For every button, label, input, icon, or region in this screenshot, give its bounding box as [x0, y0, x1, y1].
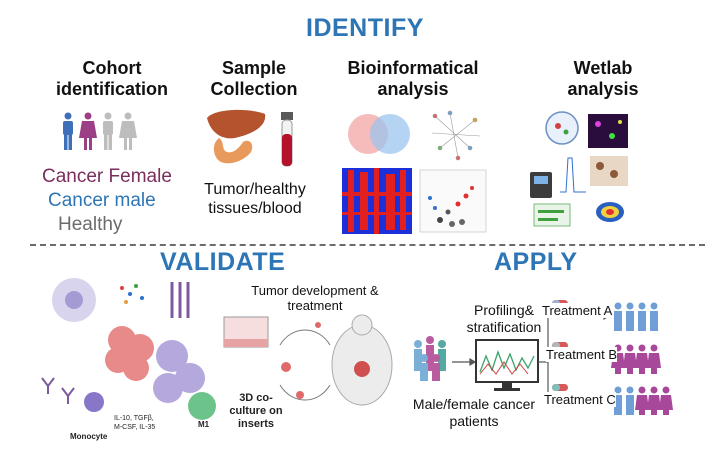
liver-icon [207, 109, 266, 139]
bioinfo-title-line2: analysis [377, 79, 449, 99]
legend-cancer-male: Cancer male [48, 190, 156, 211]
m1-label: M1 [198, 420, 210, 429]
profiling-label: Profiling& stratification [454, 302, 554, 336]
network-graph-icon [431, 110, 481, 161]
treatment-c-group-icon [614, 386, 673, 415]
wetlab-title-line2: analysis [567, 79, 639, 99]
histogram-icon [560, 157, 586, 193]
macrophage-cells-icon [153, 340, 205, 403]
venn-diagram-icon [348, 114, 410, 154]
treatment-a-group-icon [614, 302, 658, 331]
patients-line1: Male/female cancer [412, 396, 536, 412]
sample-title-line2: Collection [210, 79, 298, 99]
legend-cancer-female: Cancer Female [42, 166, 172, 187]
sample-caption: Tumor/healthy tissues/blood [194, 180, 316, 218]
treatment-b-label: Treatment B [546, 347, 618, 362]
sample-title: Sample Collection [194, 58, 314, 100]
cytokines-line2: M-CSF, IL-35 [114, 424, 156, 431]
cohort-title: Cohort identification [42, 58, 182, 100]
coculture-line3: inserts [237, 418, 275, 430]
blood-tube-icon [281, 112, 293, 167]
treatment-c-label: Treatment C [544, 392, 616, 407]
tumor-development-label: Tumor development & treatment [240, 283, 390, 313]
gel-plate-icon [533, 203, 571, 227]
cytokines-line1: IL-10, TGFβ, [114, 415, 154, 422]
cohort-title-line2: identification [56, 79, 168, 99]
tumor-line1: Tumor development & [251, 283, 379, 298]
bioinfo-title-line1: Bioinformatical [347, 58, 479, 78]
particles-icon [120, 284, 144, 304]
tumor-cluster-icon [105, 326, 154, 381]
healthy-male-icon [103, 112, 113, 150]
male-person-icon [63, 112, 73, 150]
sample-caption-line2: tissues/blood [208, 200, 302, 217]
apply-title: APPLY [494, 248, 578, 276]
patient-group-icon [414, 336, 446, 381]
patients-label: Male/female cancer patients [404, 396, 544, 430]
coculture-mouse-illustration [223, 314, 393, 406]
pill-c-icon [552, 384, 568, 391]
density-plot-icon [596, 202, 624, 222]
validate-title: VALIDATE [160, 248, 286, 276]
ihc-staining-icon [590, 156, 628, 186]
cohort-title-line1: Cohort [82, 58, 142, 78]
heatmap-icon [342, 168, 412, 234]
treatment-a-label: Treatment A [542, 303, 613, 318]
legend-healthy: Healthy [58, 214, 123, 235]
monocyte-icon [84, 392, 104, 412]
culture-insert-icon [223, 316, 269, 348]
bioinfo-figures [342, 110, 487, 234]
coculture-line2: culture on [229, 405, 283, 417]
microscopy-image-icon [588, 114, 628, 148]
flow-cytometer-icon [530, 172, 552, 198]
arrow-to-profiling-icon [452, 357, 477, 367]
tumor-line2: treatment [287, 298, 343, 313]
coculture-line1: 3D co- [239, 392, 273, 404]
spheroid-icon [281, 322, 321, 399]
apply-flow-illustration [414, 300, 673, 415]
m1-cell-icon [188, 392, 216, 420]
monocyte-label: Monocyte [70, 432, 108, 441]
wetlab-title-line1: Wetlab [573, 58, 633, 78]
wetlab-title: Wetlab analysis [548, 58, 658, 100]
bioinfo-title: Bioinformatical analysis [338, 58, 488, 100]
cycle-arrows-icon [279, 329, 331, 401]
organs-blood-tube-icon [207, 109, 293, 167]
cohort-people-icon [63, 112, 137, 150]
cytokines-label: IL-10, TGFβ, M-CSF, IL-35 [114, 414, 155, 432]
mouse-icon [331, 314, 393, 406]
sample-caption-line1: Tumor/healthy [204, 181, 306, 198]
intestine-icon [213, 138, 253, 164]
patients-line2: patients [449, 413, 499, 429]
petri-dish-icon [545, 111, 579, 145]
section-divider [30, 244, 705, 246]
treatment-b-group-icon [611, 344, 661, 374]
identify-title: IDENTIFY [306, 14, 424, 42]
cell-organelle-icon [52, 278, 96, 322]
female-person-icon [79, 112, 97, 150]
sample-title-line1: Sample [221, 58, 287, 78]
profiling-line1: Profiling& [474, 302, 534, 318]
healthy-female-icon [119, 112, 137, 150]
profiling-line2: stratification [466, 319, 542, 335]
wetlab-figures [530, 111, 628, 227]
immune-cells-illustration [41, 278, 216, 420]
coculture-label: 3D co- culture on inserts [226, 392, 286, 431]
antibody-icon [41, 377, 75, 404]
receptor-icon [170, 282, 190, 318]
sequencing-monitor-icon [475, 339, 539, 391]
volcano-plot-icon [419, 169, 487, 233]
